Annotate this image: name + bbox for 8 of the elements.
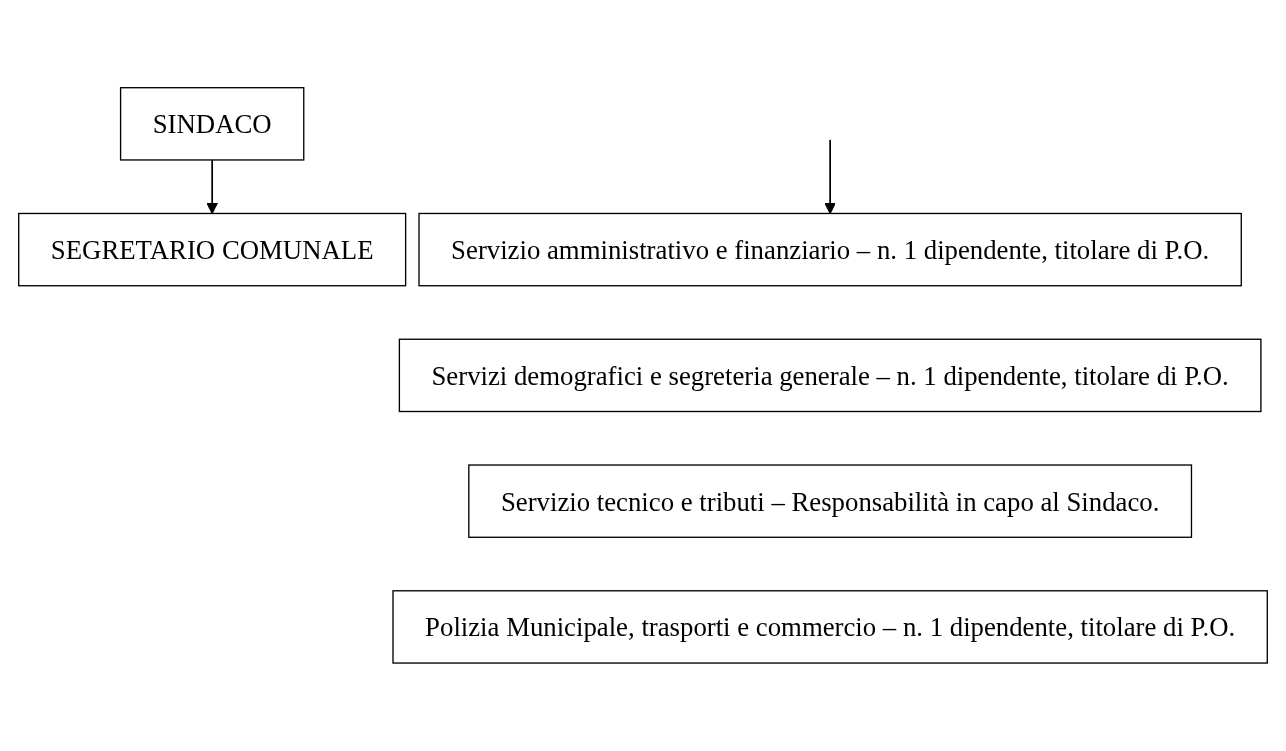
node-box: SINDACO <box>119 87 305 161</box>
node-box: SEGRETARIO COMUNALE <box>18 212 407 287</box>
node-box: Servizio amministrativo e finanziario – n. 1 dipendente, titolare di P.O. <box>418 212 1242 287</box>
node-box: Servizio tecnico e tributi – Responsabilità in capo al Sindaco. <box>468 464 1193 539</box>
arrow <box>824 139 837 215</box>
node-box: Polizia Municipale, trasporti e commercio – n. 1 dipendente, titolare di P.O. <box>392 590 1268 664</box>
node-box: Servizi demografici e segreteria generale – n. 1 dipendente, titolare di P.O. <box>398 338 1262 413</box>
arrow <box>206 159 219 215</box>
